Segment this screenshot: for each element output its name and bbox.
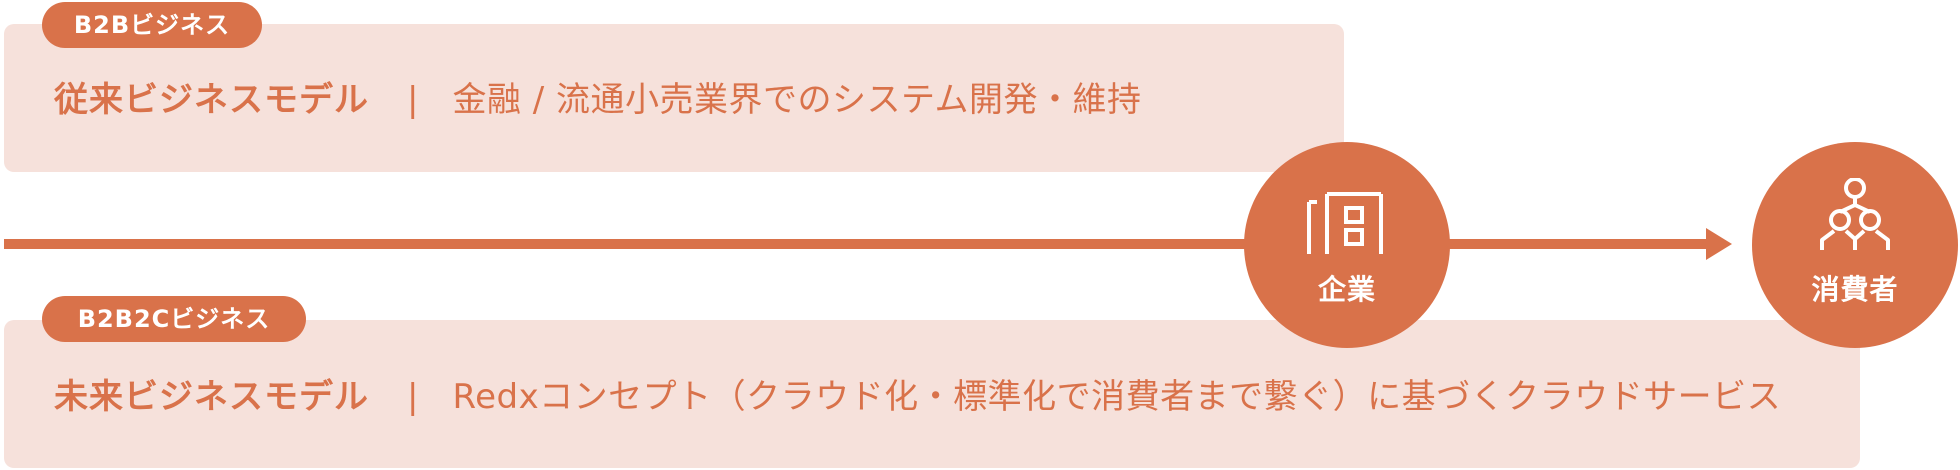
people-network-icon bbox=[1820, 178, 1890, 250]
traditional-business-row: 従来ビジネスモデル | 金融 / 流通小売業界でのシステム開発・維持 bbox=[54, 80, 1142, 120]
company-label: 企業 bbox=[1317, 273, 1376, 306]
future-business-row: 未来ビジネスモデル | Redxコンセプト（クラウド化・標準化で消費者まで繋ぐ）に基… bbox=[54, 377, 1781, 417]
b2b2c-tag: B2B2Cビジネス bbox=[42, 296, 306, 342]
building-icon bbox=[1307, 192, 1383, 254]
future-model-description: Redxコンセプト（クラウド化・標準化で消費者まで繋ぐ）に基づくクラウドサービス bbox=[452, 377, 1782, 417]
consumer-label: 消費者 bbox=[1811, 273, 1899, 306]
future-business-panel bbox=[4, 320, 1860, 468]
traditional-business-panel bbox=[4, 24, 1344, 172]
consumer-node: 消費者 bbox=[1752, 142, 1958, 348]
future-model-title: 未来ビジネスモデル bbox=[54, 377, 369, 417]
future-row-separator: | bbox=[407, 377, 419, 417]
b2b-tag: B2Bビジネス bbox=[42, 2, 262, 48]
company-node: 企業 bbox=[1244, 142, 1450, 348]
traditional-row-separator: | bbox=[407, 80, 419, 120]
traditional-model-title: 従来ビジネスモデル bbox=[54, 80, 369, 120]
traditional-model-description: 金融 / 流通小売業界でのシステム開発・維持 bbox=[452, 80, 1142, 120]
timeline-arrow-head bbox=[1706, 228, 1732, 260]
